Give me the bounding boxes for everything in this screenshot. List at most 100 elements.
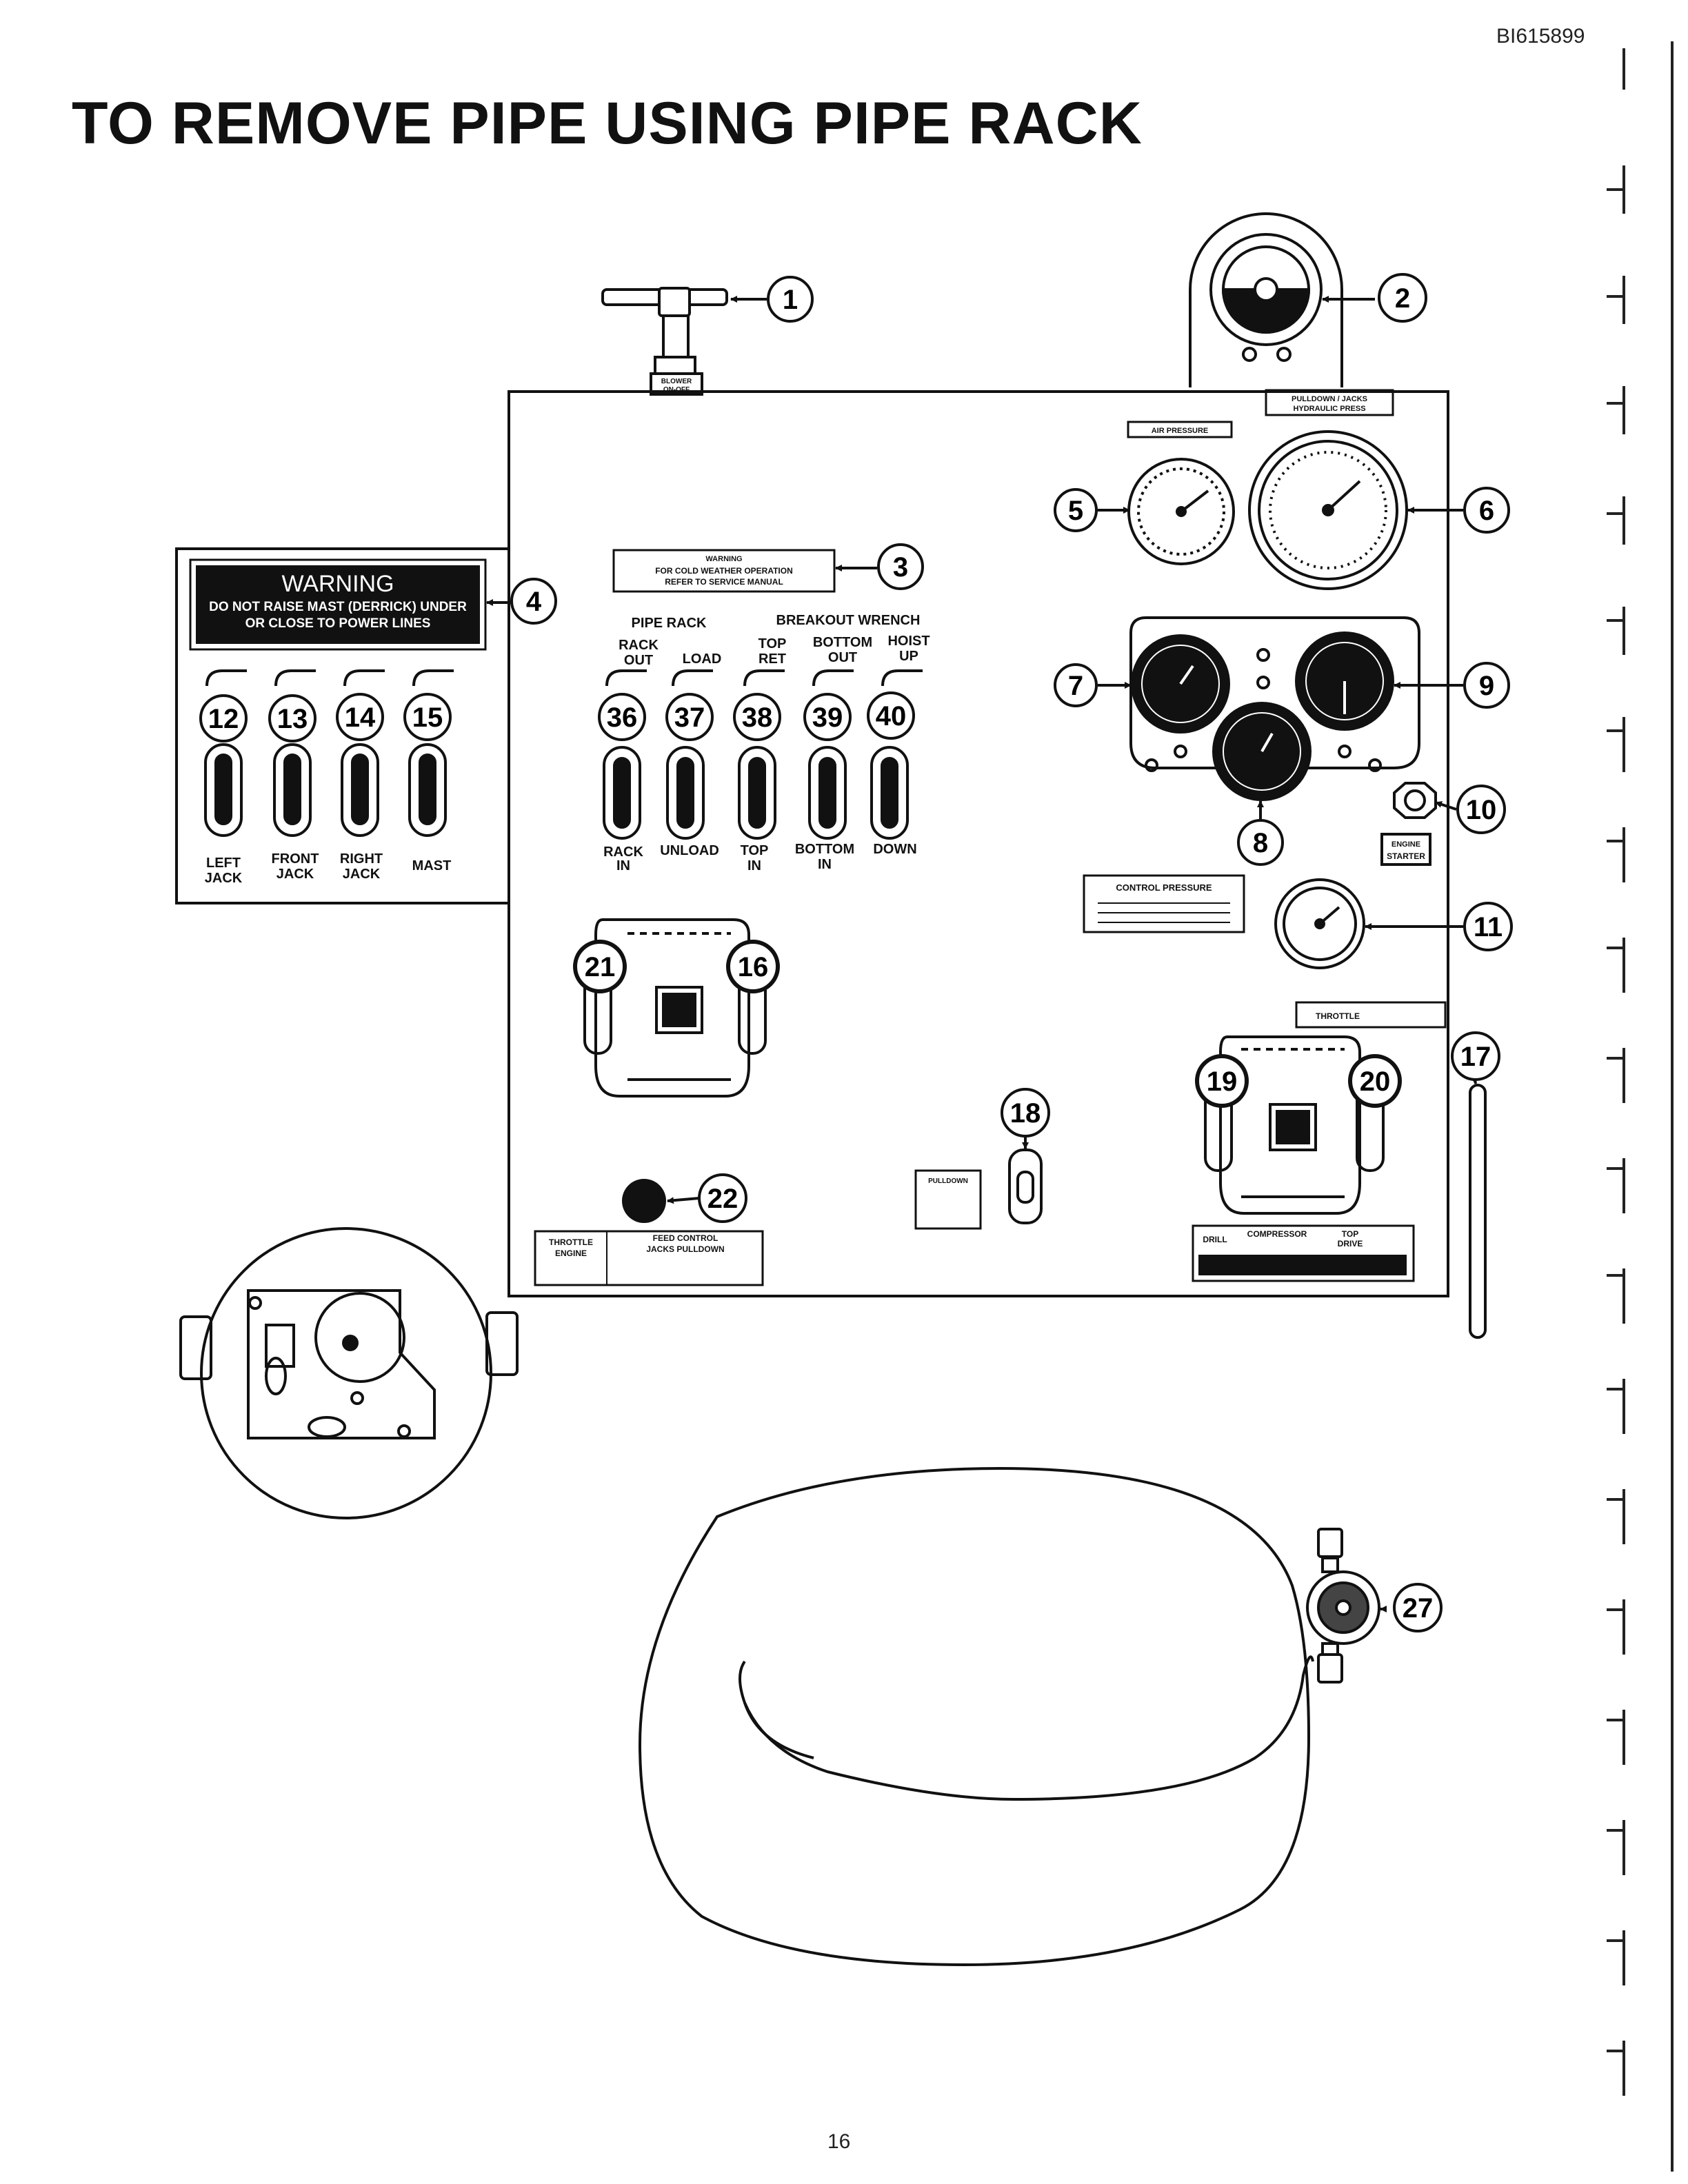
- bottom-plate: [534, 1230, 764, 1286]
- main-panel: [508, 390, 1449, 1297]
- callout-8: 8: [1237, 819, 1284, 866]
- lever-front-jack: [273, 669, 316, 837]
- lever39-down-2: IN: [818, 857, 832, 872]
- svg-text:20: 20: [1360, 1066, 1391, 1097]
- callout-27: 27: [1393, 1583, 1443, 1632]
- svg-text:21: 21: [585, 952, 616, 982]
- callout-22: 22: [698, 1173, 747, 1223]
- mast-warning-line2: OR CLOSE TO POWER LINES: [245, 616, 431, 631]
- lever36-up-1: RACK: [619, 638, 659, 653]
- svg-text:40: 40: [876, 701, 907, 731]
- svg-text:37: 37: [674, 702, 705, 733]
- svg-text:1: 1: [783, 285, 798, 315]
- drill-compressor-plate: [1192, 1224, 1415, 1282]
- throttle-knob: [622, 1179, 666, 1223]
- jack-panel: [175, 547, 510, 904]
- callout-38: 38: [733, 693, 781, 741]
- svg-text:16: 16: [738, 952, 769, 982]
- svg-text:19: 19: [1207, 1066, 1238, 1097]
- callout-17: 17: [1451, 1031, 1500, 1081]
- blower-label-1: BLOWER: [661, 378, 692, 385]
- air-pressure-plate: [1127, 421, 1233, 438]
- page-number: 16: [827, 2130, 851, 2153]
- callout-7: 7: [1054, 663, 1098, 707]
- plate-drill: DRILL: [1203, 1235, 1227, 1244]
- mast-warning-title: WARNING: [281, 571, 394, 597]
- lever-label-left-jack-1: LEFT: [206, 856, 241, 871]
- control-pressure-plate: [1083, 874, 1245, 933]
- pulldown-press-plate: [1265, 389, 1394, 416]
- operator-seat: [638, 1466, 1314, 1967]
- engine-starter-label-2: STARTER: [1387, 851, 1425, 861]
- callout-37: 37: [665, 693, 714, 741]
- cold-weather-plate: [612, 549, 836, 593]
- blower-label-2: ON-OFF: [663, 386, 690, 394]
- callout-15: 15: [403, 693, 452, 741]
- blower-valve: [601, 287, 728, 396]
- callout-11: 11: [1463, 902, 1513, 951]
- callout-1: 1: [767, 276, 814, 323]
- svg-text:17: 17: [1460, 1042, 1491, 1072]
- hydraulic-pressure-gauge: [1248, 430, 1408, 590]
- joystick-right: [1204, 1035, 1385, 1215]
- lever-label-front-jack-1: FRONT: [272, 851, 319, 867]
- callout-4: 4: [510, 578, 557, 625]
- callout-16: 16: [726, 940, 780, 993]
- lever39-down-1: BOTTOM: [795, 842, 854, 857]
- bottom-plate-throttle: THROTTLE: [549, 1237, 593, 1247]
- lever39-up-2: OUT: [828, 650, 857, 665]
- lever40-up-2: UP: [899, 649, 918, 664]
- engine-starter: [1380, 782, 1437, 866]
- lever-label-mast: MAST: [412, 858, 452, 873]
- control-pressure-gauge: [1274, 878, 1365, 969]
- lever38-down-2: IN: [747, 858, 761, 873]
- lever-38: [738, 669, 785, 840]
- callout-40: 40: [867, 691, 915, 740]
- air-pressure-label: AIR PRESSURE: [1152, 427, 1209, 435]
- pulldown-lever: [1008, 1149, 1043, 1224]
- triple-gauge-cluster: [1129, 616, 1420, 801]
- lever-label-left-jack-2: JACK: [205, 871, 243, 886]
- svg-text:22: 22: [707, 1184, 738, 1214]
- lever36-down-1: RACK: [603, 845, 643, 860]
- callout-9: 9: [1463, 662, 1510, 709]
- svg-text:11: 11: [1474, 912, 1503, 942]
- svg-text:3: 3: [893, 552, 908, 583]
- svg-text:10: 10: [1466, 795, 1497, 825]
- svg-text:12: 12: [208, 704, 239, 734]
- svg-text:18: 18: [1010, 1098, 1041, 1129]
- lever-left-jack: [204, 669, 247, 837]
- plate-compressor: COMPRESSOR: [1247, 1229, 1307, 1239]
- callout-10: 10: [1456, 785, 1506, 834]
- lever37-up-2: LOAD: [683, 651, 722, 667]
- valve-27: [1306, 1528, 1380, 1684]
- svg-text:27: 27: [1403, 1593, 1434, 1624]
- page-id: BI615899: [1496, 25, 1585, 48]
- detail-view: [179, 1227, 519, 1519]
- callouts: 1 2 3 4 5 6 7 8 9 10 11 12 13 14 15 16 1…: [199, 273, 1513, 1632]
- mast-warning-plate: [189, 558, 487, 651]
- air-pressure-gauge: [1127, 458, 1235, 565]
- jack-levers: [204, 669, 454, 837]
- cold-weather-line1: FOR COLD WEATHER OPERATION: [655, 566, 793, 576]
- rod-17: [1469, 1084, 1487, 1339]
- svg-text:6: 6: [1479, 496, 1494, 526]
- lever37-down-1: UNLOAD: [660, 843, 719, 858]
- bottom-plate-jacks: JACKS PULLDOWN: [646, 1244, 724, 1254]
- lever-label-right-jack-1: RIGHT: [340, 851, 383, 867]
- callout-3: 3: [877, 543, 924, 590]
- callout-21: 21: [573, 940, 627, 993]
- lever38-up-1: TOP: [758, 636, 787, 651]
- callout-14: 14: [336, 693, 384, 741]
- lever40-up-1: HOIST: [887, 634, 930, 649]
- throttle-label: THROTTLE: [1316, 1011, 1360, 1021]
- lever40-down-1: DOWN: [873, 842, 916, 857]
- svg-text:38: 38: [742, 702, 773, 733]
- svg-text:4: 4: [526, 587, 542, 617]
- plate-drive: DRIVE: [1338, 1239, 1363, 1248]
- lever-label-front-jack-2: JACK: [277, 867, 314, 882]
- callout-39: 39: [803, 693, 852, 741]
- svg-text:36: 36: [607, 702, 638, 733]
- callout-36: 36: [598, 693, 646, 741]
